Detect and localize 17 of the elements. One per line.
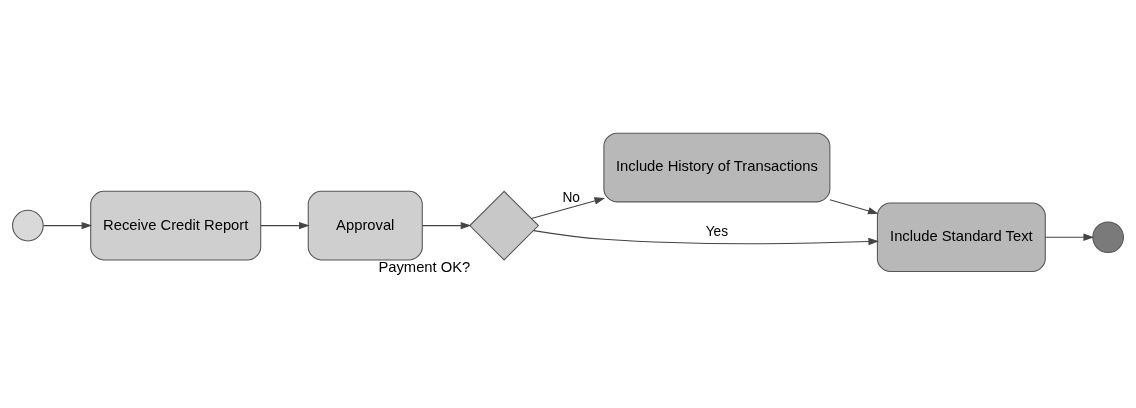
edge-label: No <box>562 189 580 205</box>
arrow <box>530 196 606 219</box>
arrow <box>421 221 472 229</box>
arrow <box>1044 233 1094 241</box>
arrow <box>829 198 879 214</box>
node-box: Include History of Transactions <box>603 132 831 202</box>
node-box: Include Standard Text <box>876 201 1046 272</box>
arrow <box>533 229 879 245</box>
edge-label: Yes <box>705 223 729 239</box>
node-box: Receive Credit Report <box>90 190 262 260</box>
node-circle <box>12 209 44 241</box>
node-circle <box>1092 220 1124 253</box>
node-label: Payment OK? <box>378 258 471 275</box>
node-diamond <box>469 190 540 261</box>
arrow <box>42 221 93 229</box>
arrow <box>260 221 310 229</box>
node-box: Approval <box>307 190 423 260</box>
